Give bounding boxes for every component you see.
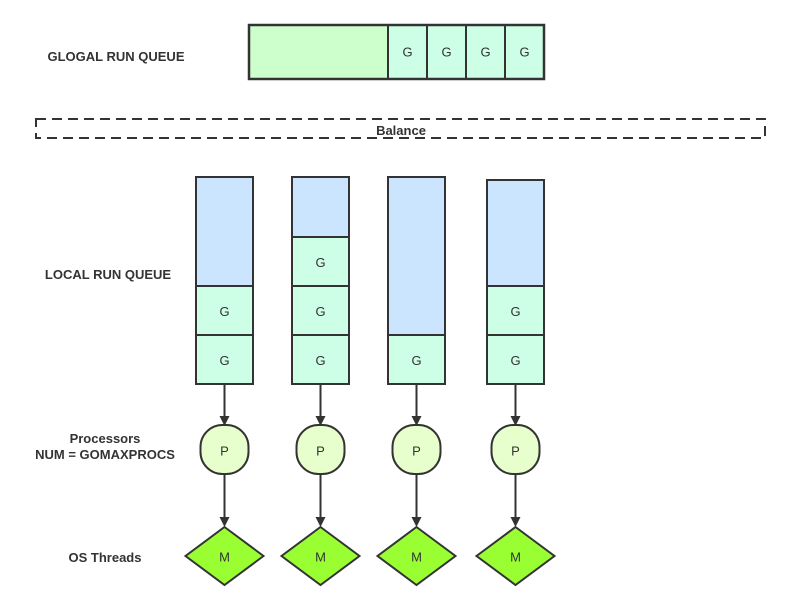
thread-diamond xyxy=(375,525,458,587)
os-thread-node: M xyxy=(279,525,362,587)
goroutine-label: G xyxy=(411,353,421,368)
goroutine-label: G xyxy=(480,44,490,59)
goroutine-cell xyxy=(291,334,350,385)
processor-node: P xyxy=(391,424,442,475)
goroutine-cell xyxy=(291,285,350,336)
thread-label: M xyxy=(219,549,230,564)
thread-label: M xyxy=(315,549,326,564)
local-goroutine: G xyxy=(195,285,254,336)
goroutine-cell xyxy=(387,334,446,385)
local-run-queue-label: LOCAL RUN QUEUE xyxy=(45,267,171,282)
global-goroutine: G xyxy=(387,24,428,80)
global-goroutine: G xyxy=(504,24,545,80)
processor-label: P xyxy=(316,443,325,458)
processor-node: P xyxy=(295,424,346,475)
local-queue-empty-slot xyxy=(291,176,350,238)
goroutine-label: G xyxy=(510,353,520,368)
thread-label: M xyxy=(510,549,521,564)
processors-label: Processors xyxy=(70,431,141,446)
os-thread-node: M xyxy=(183,525,266,587)
local-goroutine: G xyxy=(291,236,350,287)
global-goroutine: G xyxy=(426,24,467,80)
os-threads-label: OS Threads xyxy=(69,550,142,565)
global-goroutine: G xyxy=(465,24,506,80)
thread-diamond xyxy=(279,525,362,587)
local-goroutine: G xyxy=(291,334,350,385)
local-queue-empty-slot xyxy=(486,179,545,287)
goroutine-label: G xyxy=(315,304,325,319)
balance-label: Balance xyxy=(376,123,426,138)
thread-diamond xyxy=(474,525,557,587)
goroutine-label: G xyxy=(441,44,451,59)
global-queue-empty-slot xyxy=(248,24,389,80)
processor-node: P xyxy=(490,424,541,475)
goroutine-label: G xyxy=(315,353,325,368)
goroutine-cell xyxy=(291,236,350,287)
local-run-queue: GG xyxy=(195,176,254,385)
global-queue-border xyxy=(247,23,546,81)
local-goroutine: G xyxy=(291,285,350,336)
local-goroutine: G xyxy=(195,334,254,385)
goroutine-cell xyxy=(195,334,254,385)
processor-column: G P M xyxy=(375,176,458,587)
gomaxprocs-label: NUM = GOMAXPROCS xyxy=(35,447,175,462)
processor-label: P xyxy=(511,443,520,458)
goroutine-label: G xyxy=(315,255,325,270)
local-queue-empty-slot xyxy=(195,176,254,287)
goroutine-label: G xyxy=(519,44,529,59)
local-run-queue: G G G xyxy=(291,176,350,385)
local-goroutine: G xyxy=(486,285,545,336)
goroutine-label: G xyxy=(219,353,229,368)
local-goroutine: G xyxy=(387,334,446,385)
balance-region: Balance xyxy=(35,118,766,139)
goroutine-label: G xyxy=(219,304,229,319)
processor-column: G G G P M xyxy=(279,176,362,587)
processor-label: P xyxy=(220,443,229,458)
os-thread-node: M xyxy=(474,525,557,587)
local-run-queue: GG xyxy=(486,179,545,385)
local-queue-empty-slot xyxy=(387,176,446,336)
thread-label: M xyxy=(411,549,422,564)
local-run-queue: G xyxy=(387,176,446,385)
goroutine-label: G xyxy=(402,44,412,59)
balance-border xyxy=(35,118,766,139)
os-thread-node: M xyxy=(375,525,458,587)
goroutine-label: G xyxy=(510,304,520,319)
local-goroutine: G xyxy=(486,334,545,385)
thread-diamond xyxy=(183,525,266,587)
goroutine-cell xyxy=(195,285,254,336)
processor-node: P xyxy=(199,424,250,475)
global-run-queue-label: GLOGAL RUN QUEUE xyxy=(48,49,185,64)
processor-label: P xyxy=(412,443,421,458)
